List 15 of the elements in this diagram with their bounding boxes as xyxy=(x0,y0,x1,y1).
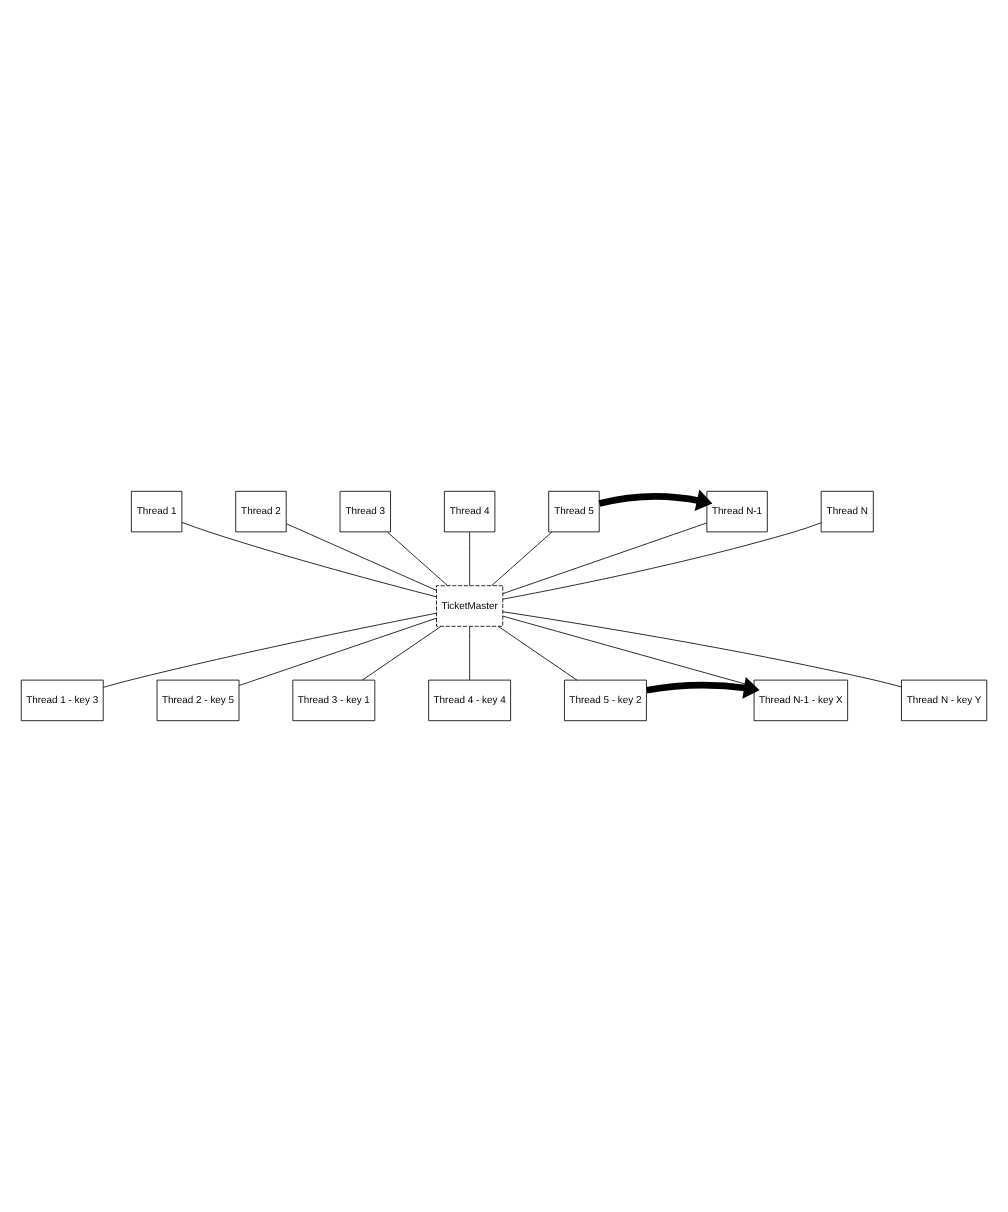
connector xyxy=(491,531,553,586)
connector xyxy=(103,612,437,688)
arrow xyxy=(646,676,760,699)
connector xyxy=(502,522,708,595)
connector xyxy=(286,523,437,591)
connector xyxy=(498,626,578,681)
connector xyxy=(502,522,822,600)
connector xyxy=(181,521,437,598)
connector xyxy=(502,611,902,688)
connector xyxy=(238,617,437,686)
arrow xyxy=(598,489,713,511)
connector xyxy=(469,626,471,681)
connector xyxy=(361,626,442,681)
connector xyxy=(387,531,448,586)
connector xyxy=(469,531,471,586)
